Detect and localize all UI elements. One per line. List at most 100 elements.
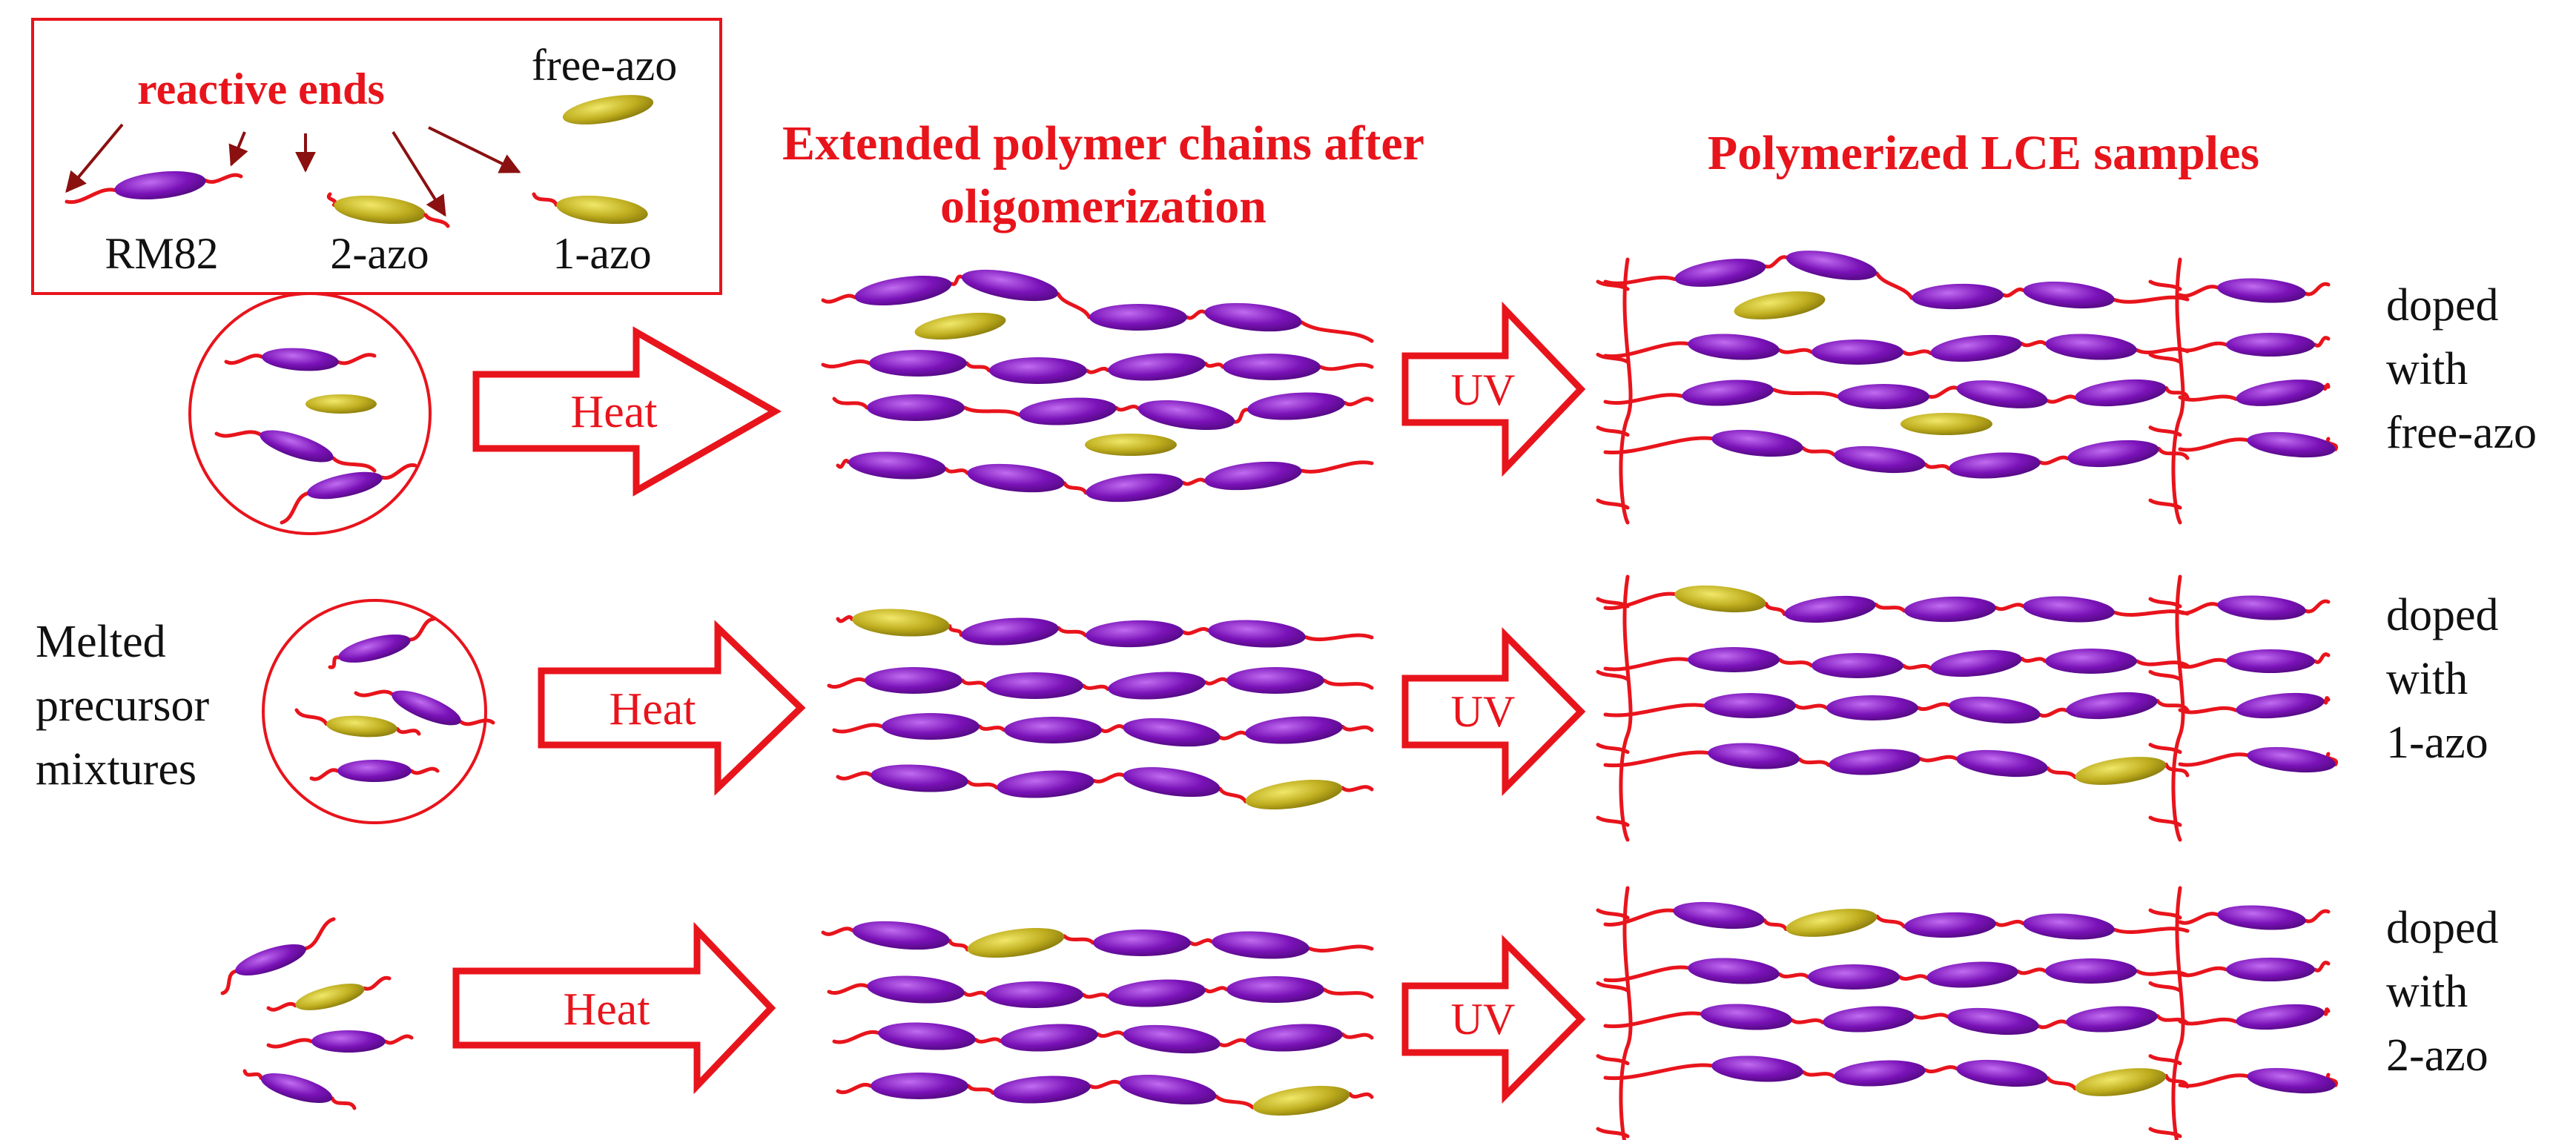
polymer-chain <box>1300 320 1374 343</box>
polymer-chain <box>331 456 377 473</box>
rm82-mesogen <box>1019 397 1117 425</box>
polymer-chain <box>1619 574 1633 842</box>
heat-arrow-row2: Heat <box>538 620 806 796</box>
polymer-chain <box>1801 1070 1836 1078</box>
row1-line3: free-azo <box>2386 408 2537 458</box>
polymer-chain <box>827 677 867 689</box>
polymer-chain <box>1603 750 1710 768</box>
polymer-chain <box>2178 752 2249 767</box>
rm82-mesogen <box>2075 379 2167 407</box>
azo-mesogen <box>2075 757 2167 785</box>
polymer-chain <box>1100 724 1125 733</box>
rm82-mesogen <box>2236 1004 2325 1030</box>
azo-mesogen <box>852 609 950 637</box>
polymer-chain <box>1603 703 1706 718</box>
polymer-chain <box>532 192 558 208</box>
rm82-mesogen <box>1204 302 1302 332</box>
polymer-chain <box>2178 437 2249 452</box>
polymer-chain <box>1063 481 1088 495</box>
azo-mesogen <box>1245 779 1343 810</box>
uv-arrow-row1: UV <box>1401 301 1586 477</box>
polymer-chain <box>1923 462 1951 471</box>
polymer-chain <box>836 459 851 469</box>
polymer-chain <box>1304 633 1374 642</box>
polymer-chain <box>2148 743 2182 755</box>
polymer-chain <box>836 1082 873 1095</box>
polymer-chain <box>220 969 237 995</box>
polymer-chain <box>304 917 336 951</box>
polymer-chain <box>1218 786 1248 803</box>
rm82-mesogen <box>1829 749 1921 775</box>
polymer-chain <box>1603 436 1714 454</box>
polymer-chain <box>2148 279 2182 291</box>
rm82-mesogen <box>1949 696 2041 724</box>
polymer-chain <box>1794 703 1829 710</box>
molecule-layer <box>188 251 2339 1140</box>
row2-line3: 1-azo <box>2386 718 2489 768</box>
rm82-mesogen <box>1834 1060 1926 1087</box>
polymer-chain <box>1232 408 1249 424</box>
polymer-chain <box>2313 961 2331 972</box>
azo-mesogen <box>334 195 426 225</box>
polymer-chain <box>2313 652 2331 664</box>
rm82-mesogen <box>1108 979 1206 1007</box>
rm82-mesogen <box>1711 429 1803 457</box>
rm82-mesogen <box>1930 334 2022 362</box>
rm82-mesogen <box>392 690 461 726</box>
polymer-chain <box>962 990 988 997</box>
polymer-chain <box>821 359 871 368</box>
polymer-chain <box>949 274 964 286</box>
polymer-chain <box>354 689 394 697</box>
polymer-chain <box>2156 699 2190 712</box>
rm82-mesogen <box>1204 461 1302 491</box>
polymer-chain <box>962 405 1021 417</box>
rm82-mesogen <box>2045 334 2137 360</box>
row-label-3: doped with 2-azo <box>2386 903 2499 1081</box>
polymer-chain <box>1218 1038 1247 1047</box>
rm82-mesogen <box>1700 1004 1792 1030</box>
rm82-mesogen <box>260 1073 333 1103</box>
polymer-chain <box>1994 603 2025 612</box>
rm82-mesogen <box>338 634 411 663</box>
rm82-mesogen <box>867 975 965 1004</box>
polymer-chain <box>204 173 243 184</box>
polymer-chain <box>2178 966 2228 978</box>
rm82-mesogen <box>1956 1059 2048 1087</box>
polymer-chain <box>242 1069 263 1080</box>
polymer-chain <box>2313 336 2331 348</box>
polymer-chain <box>1619 886 1633 1140</box>
melted-mixture-circle-row2 <box>262 599 487 824</box>
polymer-chain <box>1596 279 1630 291</box>
polymer-chain <box>1307 944 1374 953</box>
polymer-chain <box>2046 1076 2078 1091</box>
heat-arrow-row3: Heat <box>452 921 776 1095</box>
rm82-mesogen <box>1247 392 1345 420</box>
polymer-chain <box>1343 397 1374 406</box>
rm82-mesogen <box>989 357 1087 384</box>
polymer-chain <box>1596 981 1630 992</box>
header-extended-line1: Extended polymer chains after <box>782 116 1424 170</box>
rm82-mesogen <box>1123 1024 1221 1054</box>
polymer-chain <box>395 726 421 736</box>
rm82-mesogen <box>2023 596 2115 623</box>
polymer-chain <box>821 927 854 936</box>
legend-molecules <box>65 95 654 228</box>
azo-mesogen <box>326 715 397 738</box>
rm82-mesogen <box>1904 596 1996 623</box>
rm82-mesogen <box>1673 901 1765 929</box>
rm82-mesogen <box>1086 473 1183 503</box>
rm82-mesogen <box>262 348 339 371</box>
polymer-chain <box>2046 766 2078 780</box>
polymer-chain <box>2135 659 2190 668</box>
polymer-chain <box>2148 352 2182 364</box>
rm82-mesogen <box>1926 961 2018 988</box>
polymer-chain <box>409 617 436 642</box>
polymer-chain <box>266 1038 314 1049</box>
rm82-mesogen <box>2226 649 2315 673</box>
polymer-chain <box>2020 339 2047 348</box>
polymer-chain <box>821 294 857 304</box>
rm82-mesogen <box>1826 695 1918 720</box>
polymer-chain <box>1875 914 1906 929</box>
polymer-chain <box>977 724 1006 732</box>
melted-line-2: precursor <box>36 680 209 731</box>
